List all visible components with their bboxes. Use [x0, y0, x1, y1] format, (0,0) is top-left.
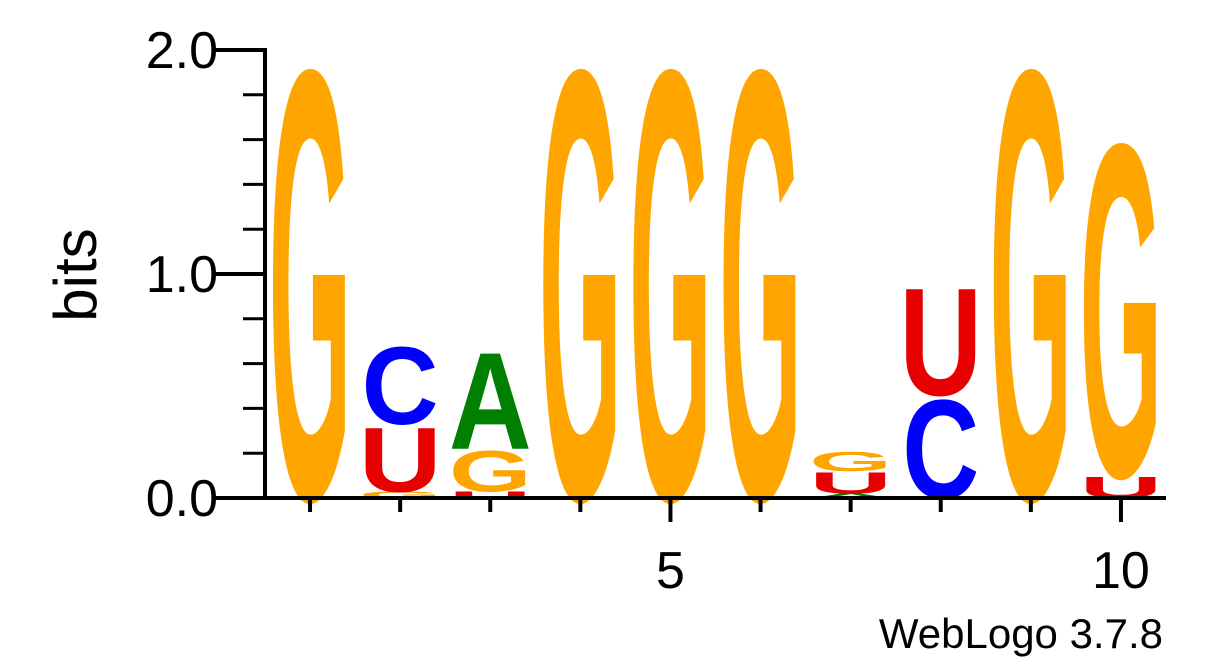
logo-letter-c: C — [362, 325, 439, 448]
y-tick-label: 0.0 — [146, 470, 218, 528]
logo-letter-a: A — [449, 324, 532, 479]
logo-letter-a: A — [809, 492, 892, 499]
logo-letter-u: U — [359, 409, 442, 512]
logo-letter-g: G — [1080, 46, 1163, 577]
logo-letter-g: G — [989, 0, 1072, 629]
y-tick-label: 2.0 — [146, 22, 218, 80]
logo-letter-g: G — [449, 439, 532, 504]
logo-letter-u: U — [899, 256, 982, 428]
logo-letter-g: G — [359, 490, 442, 500]
logo-letter-g: G — [539, 0, 622, 629]
logo-letter-u: U — [449, 490, 532, 500]
logo-letter-u: U — [809, 466, 892, 500]
logo-letter-g: G — [719, 0, 802, 629]
y-tick-label: 1.0 — [146, 246, 218, 304]
axes: 0.0 1.0 2.0 5 10 — [146, 22, 1166, 600]
x-tick-label: 5 — [656, 542, 685, 600]
logo-letter-g: G — [809, 447, 892, 478]
logo-letter-g: G — [629, 0, 712, 629]
x-tick-label: 10 — [1092, 542, 1150, 600]
weblogo-credit: WebLogo 3.7.8 — [879, 610, 1163, 657]
logo-letter-g: G — [269, 0, 352, 629]
y-axis-title: bits — [42, 228, 109, 321]
